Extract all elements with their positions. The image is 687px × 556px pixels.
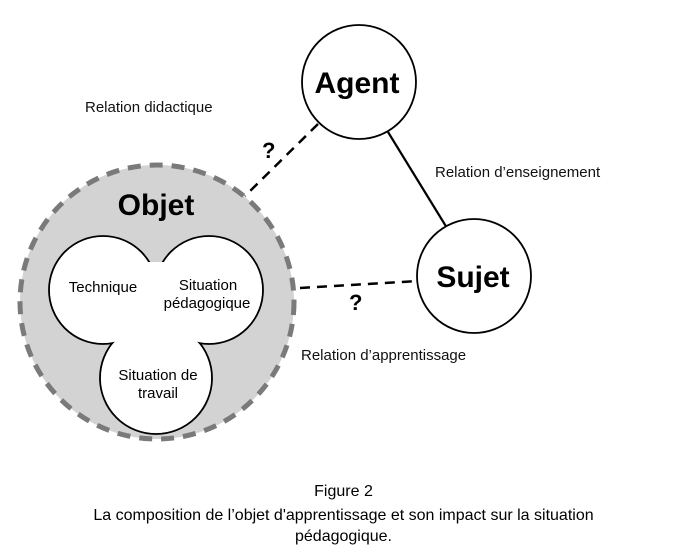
relation-didactique-label: Relation didactique [85,99,213,116]
sujet-circle [416,218,532,334]
didactique-unknown-marker: ? [262,138,275,163]
relation-apprentissage-line [299,279,419,290]
figure-caption-line2: pédagogique. [295,528,392,545]
agent-circle [301,24,417,140]
sujet-label: Sujet [436,261,509,294]
agent-label: Agent [315,67,400,100]
situation-pedagogique-label-line1: Situation [179,277,237,294]
situation-travail-label-line2: travail [138,385,178,402]
relation-enseignement-line [387,131,448,229]
figure-caption-line1: La composition de l’objet d'apprentissag… [93,507,594,524]
figure-number: Figure 2 [314,483,373,500]
apprentissage-unknown-marker: ? [349,290,362,315]
situation-travail-label-line1: Situation de [118,367,197,384]
situation-pedagogique-label-line2: pédagogique [164,295,251,312]
objet-label: Objet [118,189,195,222]
relation-apprentissage-label: Relation d’apprentissage [301,347,466,364]
objet-components-trefoil [48,235,264,435]
relation-didactique-line [244,123,319,197]
technique-label: Technique [69,279,137,296]
relation-enseignement-label: Relation d’enseignement [435,164,601,181]
